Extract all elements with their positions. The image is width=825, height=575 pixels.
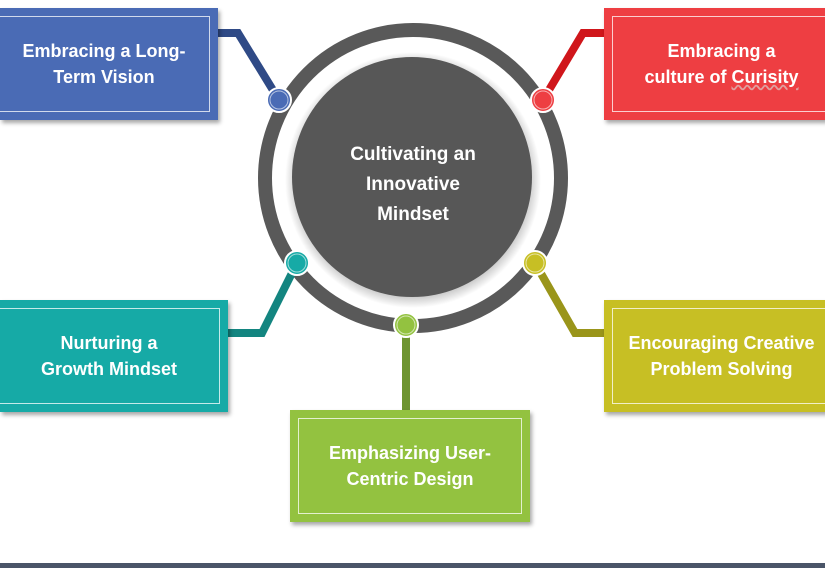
- node-label-line: Encouraging Creative: [628, 333, 815, 353]
- node-label: Emphasizing User- Centric Design: [298, 418, 522, 514]
- connector-teal: [228, 261, 301, 337]
- center-title-line: Mindset: [377, 204, 449, 225]
- node-label-line: Emphasizing User-: [328, 443, 492, 463]
- dot-teal: [284, 250, 310, 276]
- node-label-line: Embracing a Long-: [22, 41, 186, 61]
- center-title-line: Cultivating an: [350, 144, 476, 165]
- node-label-line: culture of: [644, 67, 732, 87]
- center-circle: [292, 57, 532, 297]
- center-title: Cultivating an Innovative Mindset: [320, 140, 506, 230]
- connector-olive: [531, 261, 604, 337]
- dot-green: [393, 312, 419, 338]
- node-label: Nurturing a Growth Mindset: [0, 308, 220, 404]
- node-label: Embracing a Long- Term Vision: [0, 16, 210, 112]
- dot-olive: [522, 250, 548, 276]
- misspelled-word: Curisity: [731, 67, 799, 87]
- node-label-line: Problem Solving: [650, 359, 793, 379]
- dot-red: [530, 87, 556, 113]
- node-label: Embracing a culture of Curisity: [612, 16, 825, 112]
- node-label-line: Term Vision: [53, 67, 155, 87]
- center-title-line: Innovative: [366, 174, 460, 195]
- node-label-line: Growth Mindset: [41, 359, 177, 379]
- node-label-line: Nurturing a: [60, 333, 158, 353]
- node-culture-of-curiosity: Embracing a culture of Curisity: [604, 8, 825, 120]
- connector-red: [539, 29, 604, 103]
- node-label-line: Centric Design: [346, 469, 474, 489]
- node-long-term-vision: Embracing a Long- Term Vision: [0, 8, 218, 120]
- node-growth-mindset: Nurturing a Growth Mindset: [0, 300, 228, 412]
- node-label-line: Embracing a: [667, 41, 776, 61]
- dot-blue: [266, 87, 292, 113]
- connector-blue: [218, 29, 283, 103]
- node-user-centric-design: Emphasizing User- Centric Design: [290, 410, 530, 522]
- bottom-divider: [0, 563, 825, 568]
